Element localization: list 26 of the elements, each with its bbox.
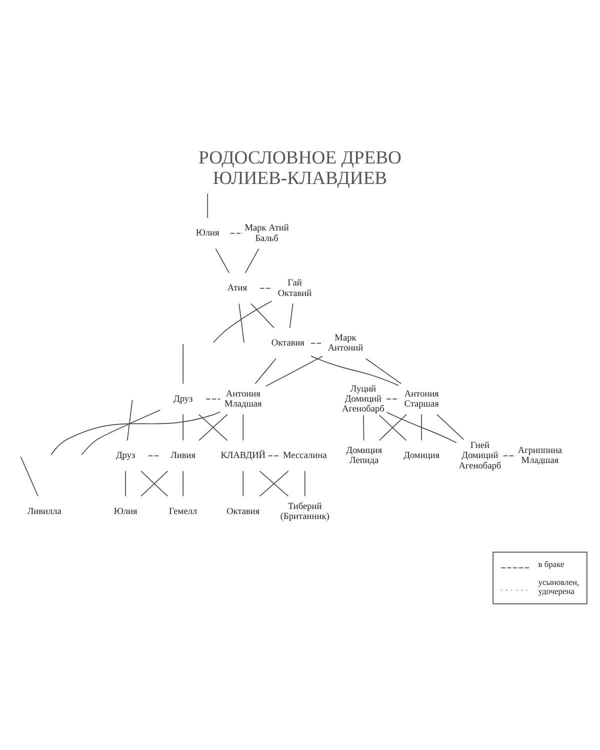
node-text: Октавия [271, 338, 304, 349]
legend-label: усыновлен, удочерена [538, 576, 580, 596]
node-text: Антония Младшая [224, 389, 262, 410]
node-text: Юлия [196, 228, 220, 239]
node-text: КЛАВДИЙ [220, 451, 266, 462]
node-text: Антония Старшая [404, 389, 439, 410]
node-text: Гней Домиций Агенобарб [458, 440, 502, 472]
node-text: Атия [227, 284, 247, 294]
node-text: Марк Атий Бальб [244, 224, 289, 244]
node-text: Марк Антоний [328, 334, 364, 354]
node-text: Друз [173, 394, 193, 404]
node-text: Гемелл [169, 506, 198, 517]
node-text: Мессалина [282, 451, 327, 462]
legend-label: в браке [538, 558, 564, 569]
node-text: Луций Домиций Агенобарб [342, 384, 384, 415]
node-text: Гай Октавий [278, 278, 312, 299]
diagram-title: РОДОСЛОВНОЕ ДРЕВО ЮЛИЕВ-КЛАВДИЕВ [198, 148, 402, 189]
node-text: Друз [116, 451, 136, 462]
node-text: Агриппина Младшая [518, 446, 562, 466]
node-text: Ливия [170, 451, 196, 462]
node-text: Октавия [226, 506, 260, 517]
node-text: Ливилла [27, 506, 62, 517]
node-text: Юлия [114, 506, 138, 517]
node-text: Тиберий (Британник) [280, 502, 330, 522]
node-text: Домиция Лепида [346, 446, 382, 466]
node-text: Домиция [404, 451, 440, 462]
